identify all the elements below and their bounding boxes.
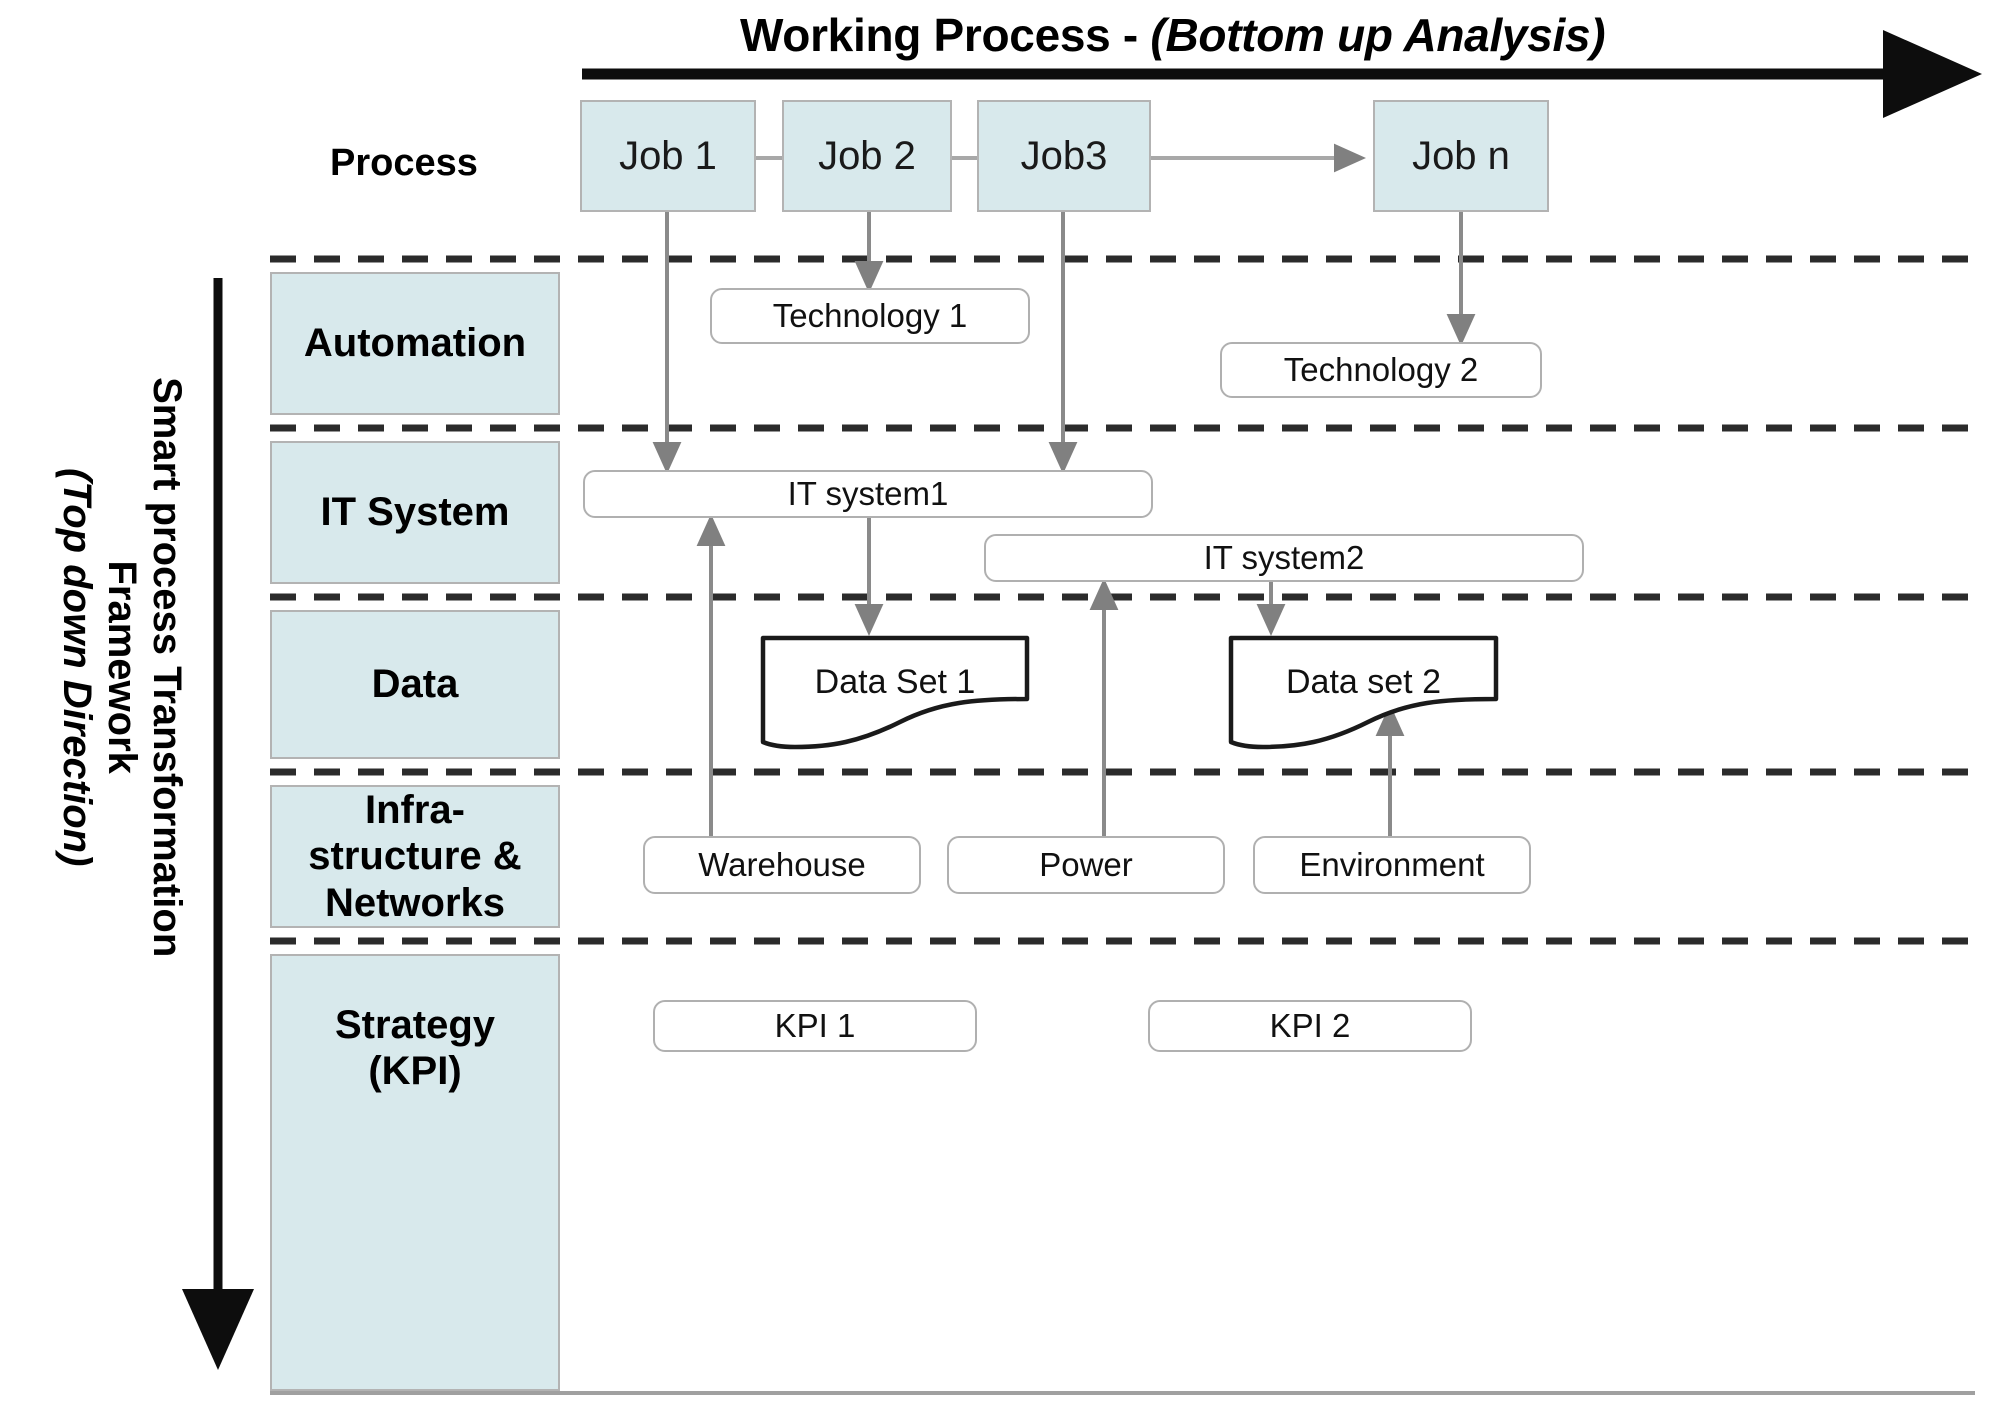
job-label-job-n: Job n xyxy=(1412,133,1510,178)
job-label-job-2: Job 2 xyxy=(818,133,916,178)
node-data-set-1[interactable]: Data Set 1 xyxy=(763,663,1027,702)
side-caption: Smart process Transformation Framework (… xyxy=(55,227,190,1107)
node-label-environment: Environment xyxy=(1299,846,1485,883)
node-kpi-2[interactable]: KPI 2 xyxy=(1148,1000,1472,1052)
job-box-job-n[interactable]: Job n xyxy=(1373,100,1549,212)
layer-label-it-system: IT System xyxy=(320,490,510,535)
node-environment[interactable]: Environment xyxy=(1253,836,1531,894)
layer-box-data[interactable]: Data xyxy=(270,610,560,759)
process-row-label: Process xyxy=(330,142,478,184)
node-warehouse[interactable]: Warehouse xyxy=(643,836,921,894)
layer-label-infrastructure: Infra- structure & Networks xyxy=(308,787,522,925)
node-label-data-set-1: Data Set 1 xyxy=(814,663,976,701)
node-label-technology-1: Technology 1 xyxy=(772,297,968,334)
layer-box-automation[interactable]: Automation xyxy=(270,272,560,415)
node-label-data-set-2: Data set 2 xyxy=(1286,663,1441,701)
layer-label-data: Data xyxy=(371,662,459,707)
node-it-system-1[interactable]: IT system1 xyxy=(583,470,1153,518)
layer-box-it-system[interactable]: IT System xyxy=(270,441,560,584)
node-label-technology-2: Technology 2 xyxy=(1283,351,1479,388)
job-label-job-3: Job3 xyxy=(1020,133,1108,178)
side-caption-line-3: (Top down Direction) xyxy=(55,467,100,867)
node-label-kpi-2: KPI 2 xyxy=(1269,1007,1351,1044)
node-kpi-1[interactable]: KPI 1 xyxy=(653,1000,977,1052)
node-label-warehouse: Warehouse xyxy=(698,846,866,883)
job-box-job-1[interactable]: Job 1 xyxy=(580,100,756,212)
layer-box-infrastructure[interactable]: Infra- structure & Networks xyxy=(270,785,560,928)
side-caption-line-2: Framework xyxy=(100,560,145,774)
diagram-title-plain: Working Process - xyxy=(740,9,1151,61)
diagram-title-italic: (Bottom up Analysis) xyxy=(1150,9,1606,61)
diagram-title: Working Process - (Bottom up Analysis) xyxy=(740,8,1606,62)
node-power[interactable]: Power xyxy=(947,836,1225,894)
node-label-it-system-2: IT system2 xyxy=(1203,539,1365,576)
job-box-job-3[interactable]: Job3 xyxy=(977,100,1151,212)
job-box-job-2[interactable]: Job 2 xyxy=(782,100,952,212)
node-label-power: Power xyxy=(1039,846,1133,883)
layer-label-strategy: Strategy (KPI) xyxy=(334,1003,496,1094)
layer-box-strategy[interactable]: Strategy (KPI) xyxy=(270,954,560,1391)
node-label-kpi-1: KPI 1 xyxy=(774,1007,856,1044)
layer-label-automation: Automation xyxy=(303,321,527,366)
node-technology-2[interactable]: Technology 2 xyxy=(1220,342,1542,398)
node-label-it-system-1: IT system1 xyxy=(787,475,949,512)
job-label-job-1: Job 1 xyxy=(619,133,717,178)
node-it-system-2[interactable]: IT system2 xyxy=(984,534,1584,582)
node-data-set-2[interactable]: Data set 2 xyxy=(1231,663,1496,702)
node-technology-1[interactable]: Technology 1 xyxy=(710,288,1030,344)
side-caption-line-1: Smart process Transformation xyxy=(145,377,190,958)
